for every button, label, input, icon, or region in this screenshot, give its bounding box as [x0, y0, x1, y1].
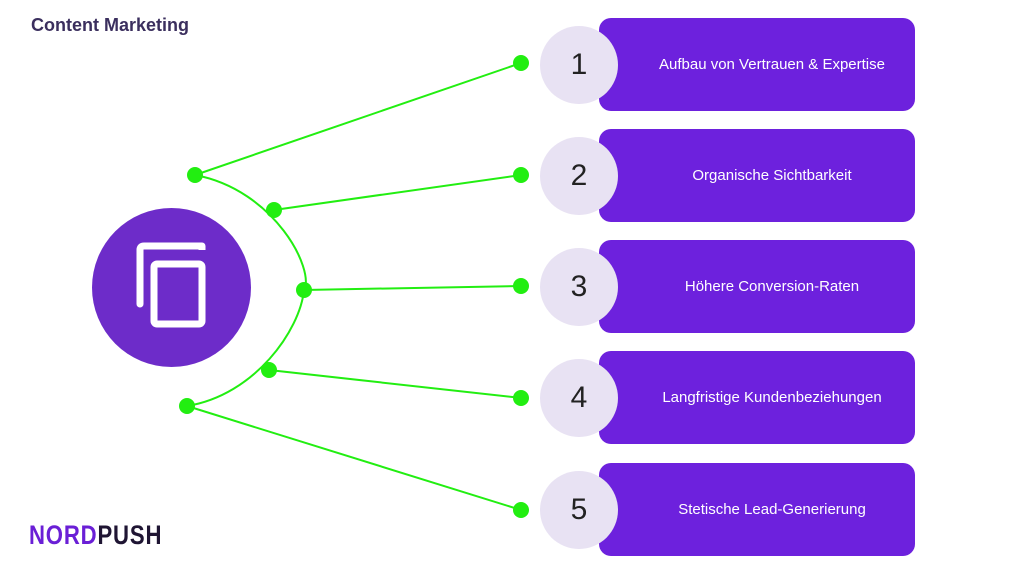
step-box-2: Organische Sichtbarkeit: [599, 129, 915, 222]
logo-part-push: PUSH: [97, 520, 163, 550]
logo-part-nord: NORD: [29, 520, 98, 550]
step-box-5: Stetische Lead-Generierung: [599, 463, 915, 556]
arc-node-3: [296, 282, 312, 298]
end-node-1: [513, 55, 529, 71]
end-node-2: [513, 167, 529, 183]
step-box-4: Langfristige Kundenbeziehungen: [599, 351, 915, 444]
slide-title: Content Marketing: [31, 15, 190, 35]
nordpush-logo: NORDPUSH: [29, 520, 162, 551]
end-node-4: [513, 390, 529, 406]
step-number-3: 3: [540, 248, 618, 326]
step-number-1: 1: [540, 26, 618, 104]
end-node-5: [513, 502, 529, 518]
step-label-5: Stetische Lead-Generierung: [678, 501, 866, 518]
arc-node-4: [261, 362, 277, 378]
step-label-3: Höhere Conversion-Raten: [684, 278, 860, 295]
step-label-1: Aufbau von Vertrauen & Expertise: [659, 56, 885, 73]
step-label-2: Organische Sichtbarkeit: [692, 167, 852, 184]
arc-node-5: [179, 398, 195, 414]
step-label-4: Langfristige Kundenbeziehungen: [662, 389, 882, 406]
step-number-4: 4: [540, 359, 618, 437]
step-number-2: 2: [540, 137, 618, 215]
connector-line-5: [186, 405, 522, 511]
connector-line-1: [194, 62, 522, 176]
step-box-1: Aufbau von Vertrauen & Expertise: [599, 18, 915, 111]
connector-line-3: [303, 285, 522, 291]
step-number-5: 5: [540, 471, 618, 549]
step-box-3: Höhere Conversion-Raten: [599, 240, 915, 333]
end-node-3: [513, 278, 529, 294]
hub-circle: [92, 208, 251, 367]
copy-documents-icon: [136, 242, 206, 328]
connector-line-2: [273, 174, 522, 211]
connector-line-4: [268, 369, 522, 399]
arc-node-2: [266, 202, 282, 218]
arc-node-1: [187, 167, 203, 183]
